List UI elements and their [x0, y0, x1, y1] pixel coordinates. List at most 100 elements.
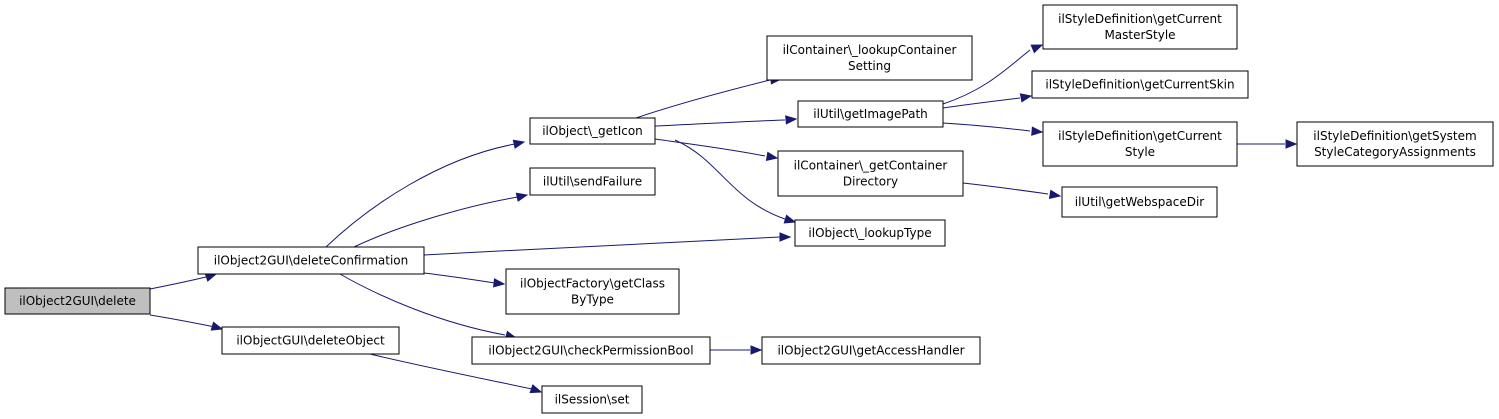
node-n5[interactable]: ilObject\_lookupType: [794, 219, 946, 247]
node-label: ilObject2GUI\getAccessHandler: [777, 344, 964, 358]
edge-n3-n9: [635, 75, 783, 119]
node-label: ilUtil\sendFailure: [543, 175, 642, 189]
node-box: [777, 150, 964, 197]
node-label: ByType: [571, 293, 614, 307]
edge-line: [962, 182, 1049, 195]
node-n2[interactable]: ilObjectGUI\deleteObject: [221, 326, 400, 355]
arrow-head-icon: [750, 345, 763, 355]
node-n7[interactable]: ilObject2GUI\checkPermissionBool: [471, 336, 711, 365]
arrow-head-icon: [1048, 189, 1062, 199]
node-n12[interactable]: ilObject2GUI\getAccessHandler: [761, 336, 981, 365]
arrow-head-icon: [515, 192, 529, 202]
node-label: ilObject\_lookupType: [808, 226, 931, 240]
node-n0[interactable]: ilObject2GUI\delete: [4, 287, 151, 315]
node-box: [1061, 186, 1218, 218]
node-box: [761, 336, 981, 365]
node-box: [471, 336, 711, 365]
node-n16[interactable]: ilUtil\getWebspaceDir: [1061, 186, 1218, 218]
edge-line: [423, 272, 496, 284]
node-label: ilUtil\getImagePath: [813, 107, 928, 121]
node-box: [529, 117, 656, 145]
edge-line: [942, 122, 1031, 132]
edge-n1-n4: [353, 192, 529, 248]
edge-n0-n1: [149, 272, 218, 290]
node-n8[interactable]: ilSession\set: [541, 385, 643, 414]
node-label: Style: [1125, 145, 1155, 159]
node-n1[interactable]: ilObject2GUI\deleteConfirmation: [197, 246, 425, 275]
node-label: ilStyleDefinition\getSystem: [1313, 129, 1476, 143]
edge-n3-n11: [654, 138, 779, 161]
node-box: [505, 268, 680, 315]
node-label: ilContainer\_getContainer: [794, 159, 948, 173]
edges-layer: [149, 44, 1298, 394]
root-node-box: [4, 287, 151, 315]
node-n17[interactable]: ilStyleDefinition\getSystemStyleCategory…: [1296, 121, 1494, 167]
edge-line: [674, 139, 786, 220]
node-box: [1042, 121, 1238, 167]
edge-line: [353, 196, 519, 248]
edge-line: [369, 353, 533, 390]
node-label: ilObject2GUI\checkPermissionBool: [488, 344, 693, 358]
edge-line: [339, 273, 506, 336]
node-box: [794, 219, 946, 247]
edge-line: [654, 119, 786, 127]
edge-n3-n10: [654, 115, 798, 127]
node-label: ilSession\set: [555, 393, 630, 407]
edge-line: [325, 143, 516, 248]
edge-n0-n2: [149, 314, 224, 331]
node-label: ilStyleDefinition\getCurrent: [1058, 12, 1222, 26]
edge-line: [942, 97, 1021, 109]
nodes-layer: ilObject2GUI\delete ilObject2GUI\deleteCo…: [4, 4, 1494, 414]
node-n3[interactable]: ilObject\_getIcon: [529, 117, 656, 145]
arrow-head-icon: [1285, 139, 1298, 149]
node-label: ilObject\_getIcon: [542, 124, 643, 138]
edge-line: [654, 138, 766, 157]
node-n14[interactable]: ilStyleDefinition\getCurrentSkin: [1031, 70, 1249, 99]
edge-n7-n12: [710, 345, 763, 355]
edge-n11-n16: [962, 182, 1062, 199]
node-label: Setting: [848, 59, 891, 73]
node-label: ilContainer\_lookupContainer: [783, 43, 957, 57]
node-box: [797, 100, 944, 128]
node-box: [766, 35, 973, 81]
arrow-head-icon: [1019, 93, 1033, 103]
node-label: ilObjectGUI\deleteObject: [236, 334, 385, 348]
node-box: [541, 385, 643, 414]
edge-line: [423, 236, 781, 256]
node-n4[interactable]: ilUtil\sendFailure: [529, 167, 656, 196]
node-label: ilStyleDefinition\getCurrent: [1058, 129, 1222, 143]
edge-n1-n5: [423, 232, 792, 256]
node-label: ilObjectFactory\getClass: [520, 277, 665, 291]
edge-n1-n3: [325, 139, 526, 248]
arrow-head-icon: [779, 232, 792, 242]
node-box: [1031, 70, 1249, 99]
edge-n2-n8: [369, 353, 543, 394]
arrow-head-icon: [210, 321, 224, 331]
node-label: ilObject2GUI\delete: [19, 294, 136, 308]
edge-line: [635, 79, 771, 119]
node-label: ilUtil\getWebspaceDir: [1075, 195, 1205, 209]
edge-n15-n17: [1237, 139, 1298, 149]
node-label: Directory: [843, 175, 898, 189]
arrow-head-icon: [783, 214, 797, 224]
arrow-head-icon: [1030, 44, 1044, 54]
node-box: [1296, 121, 1494, 167]
edge-n10-n13: [942, 44, 1044, 105]
node-label: MasterStyle: [1104, 28, 1175, 42]
arrow-head-icon: [785, 115, 798, 125]
node-label: StyleCategoryAssignments: [1314, 145, 1476, 159]
arrow-head-icon: [529, 384, 543, 394]
node-label: ilObject2GUI\deleteConfirmation: [214, 254, 409, 268]
node-n10[interactable]: ilUtil\getImagePath: [797, 100, 944, 128]
edge-line: [942, 49, 1031, 105]
edge-n1-n6: [423, 272, 506, 288]
edge-n3-n5: [674, 139, 797, 224]
arrow-head-icon: [1031, 126, 1044, 136]
node-box: [1042, 4, 1238, 50]
